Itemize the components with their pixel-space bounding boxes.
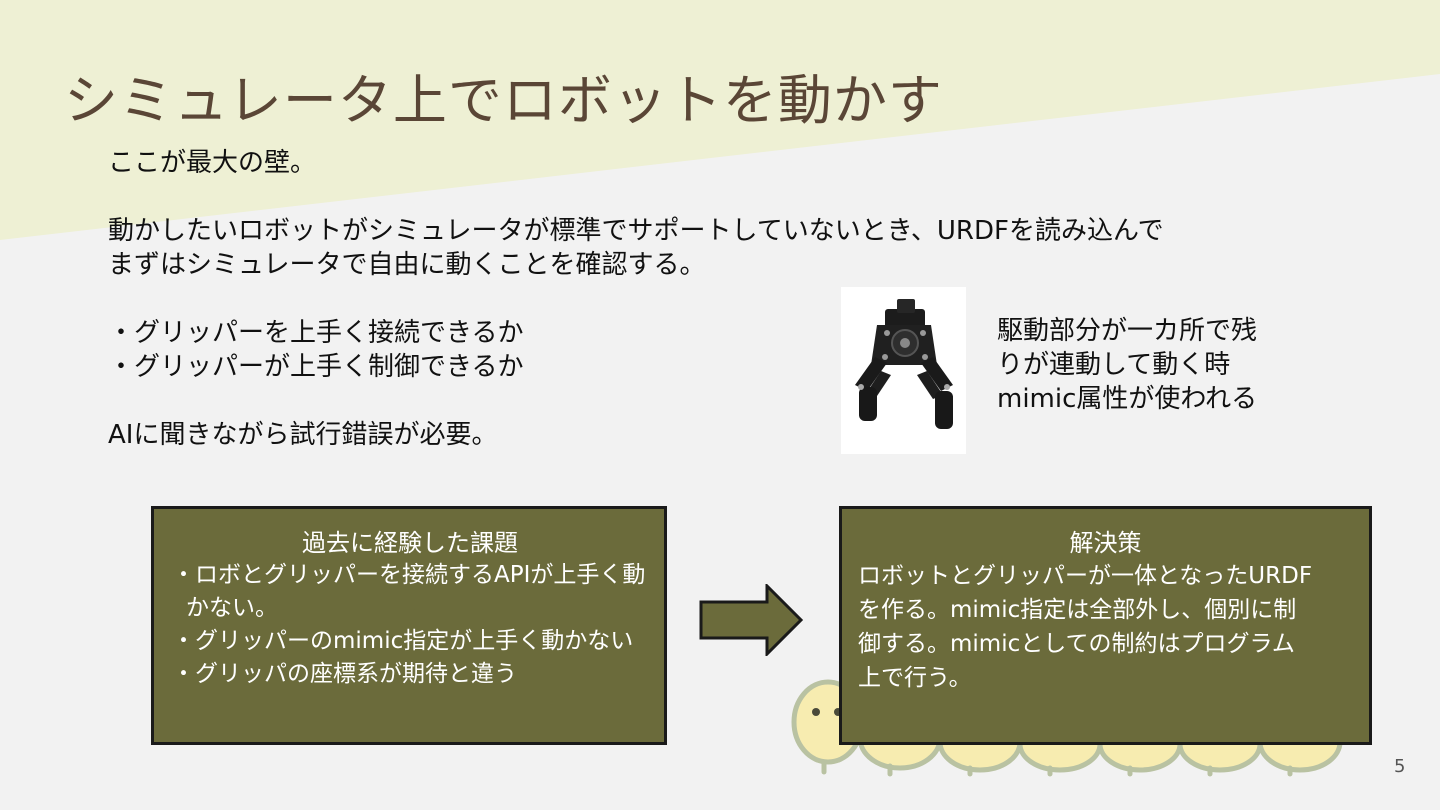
right-arrow-icon: [699, 584, 804, 656]
caption-line-2: りが連動して動く時: [997, 350, 1231, 380]
robot-gripper-photo: [841, 287, 966, 454]
solution-text: ロボットとグリッパーが一体となったURDF を作る。mimic指定は全部外し、個…: [858, 559, 1353, 695]
past-issues-title: 過去に経験した課題: [302, 529, 518, 557]
caption-line-3: mimic属性が使われる: [997, 384, 1258, 414]
issue-item-mimic: ・グリッパーのmimic指定が上手く動かない: [172, 628, 634, 654]
solution-line-1: ロボットとグリッパーが一体となったURDF: [858, 563, 1313, 589]
body-line-trial-error: AIに聞きながら試行錯誤が必要。: [108, 420, 498, 450]
body-line-intro: ここが最大の壁。: [108, 148, 317, 178]
body-line-description-2: まずはシミュレータで自由に動くことを確認する。: [108, 250, 706, 280]
bullet-control-gripper: ・グリッパーが上手く制御できるか: [108, 352, 524, 382]
photo-caption: 駆動部分が一カ所で残 りが連動して動く時 mimic属性が使われる: [997, 314, 1257, 416]
body-text: ここが最大の壁。 動かしたいロボットがシミュレータが標準でサポートしていないとき…: [108, 146, 1288, 452]
caption-line-1: 駆動部分が一カ所で残: [997, 316, 1258, 346]
bullet-connect-gripper: ・グリッパーを上手く接続できるか: [108, 318, 524, 348]
solution-title: 解決策: [1069, 529, 1142, 557]
body-line-description-1: 動かしたいロボットがシミュレータが標準でサポートしていないとき、URDFを読み込…: [108, 216, 1164, 246]
solution-line-4: 上で行う。: [858, 665, 972, 691]
issue-item-coordinates: ・グリッパの座標系が期待と違う: [172, 661, 517, 687]
page-number: 5: [1394, 756, 1406, 777]
past-issues-box: 過去に経験した課題 ・ロボとグリッパーを接続するAPIが上手く動かない。 ・グリ…: [151, 506, 667, 745]
solution-line-3: 御する。mimicとしての制約はプログラム: [858, 631, 1295, 657]
solution-box: 解決策 ロボットとグリッパーが一体となったURDF を作る。mimic指定は全部…: [839, 506, 1372, 745]
solution-line-2: を作る。mimic指定は全部外し、個別に制: [858, 597, 1297, 623]
issue-item-api: ・ロボとグリッパーを接続するAPIが上手く動かない。: [172, 562, 646, 621]
page-title: シミュレータ上でロボットを動かす: [64, 69, 943, 132]
